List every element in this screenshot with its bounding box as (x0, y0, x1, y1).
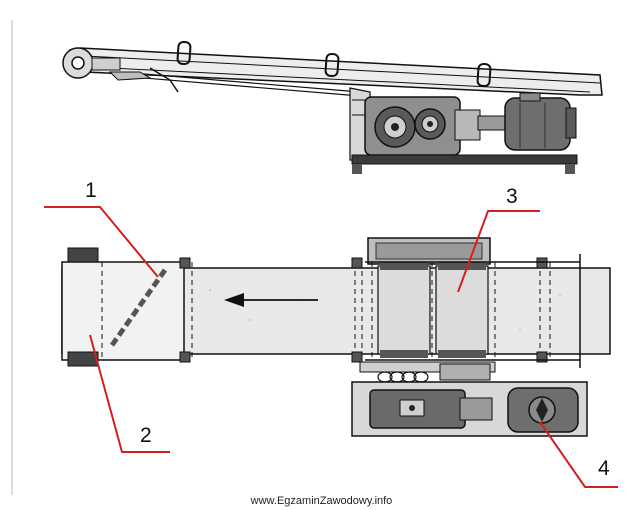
side-gearbox (364, 96, 481, 156)
side-motor (504, 92, 577, 151)
leader-2 (89, 334, 170, 453)
leader-1 (44, 206, 159, 278)
watermark: www.EgzaminZawodowy.info (250, 495, 393, 507)
leader-4 (539, 421, 618, 488)
leader-3 (457, 210, 540, 293)
scraper-blade (107, 268, 168, 350)
spring-coupling (377, 371, 429, 383)
belt-direction-arrow (224, 293, 318, 307)
callout-2: 2 (140, 424, 152, 447)
plan-view (61, 237, 611, 437)
callout-4: 4 (598, 457, 610, 480)
side-base-plate (351, 154, 578, 165)
side-hangers (176, 40, 492, 88)
side-view (62, 40, 603, 174)
callout-1: 1 (85, 179, 97, 202)
callout-3: 3 (506, 185, 518, 208)
callout-leaders (44, 206, 618, 488)
plan-motor (507, 387, 579, 433)
plan-gearbox (369, 389, 493, 429)
